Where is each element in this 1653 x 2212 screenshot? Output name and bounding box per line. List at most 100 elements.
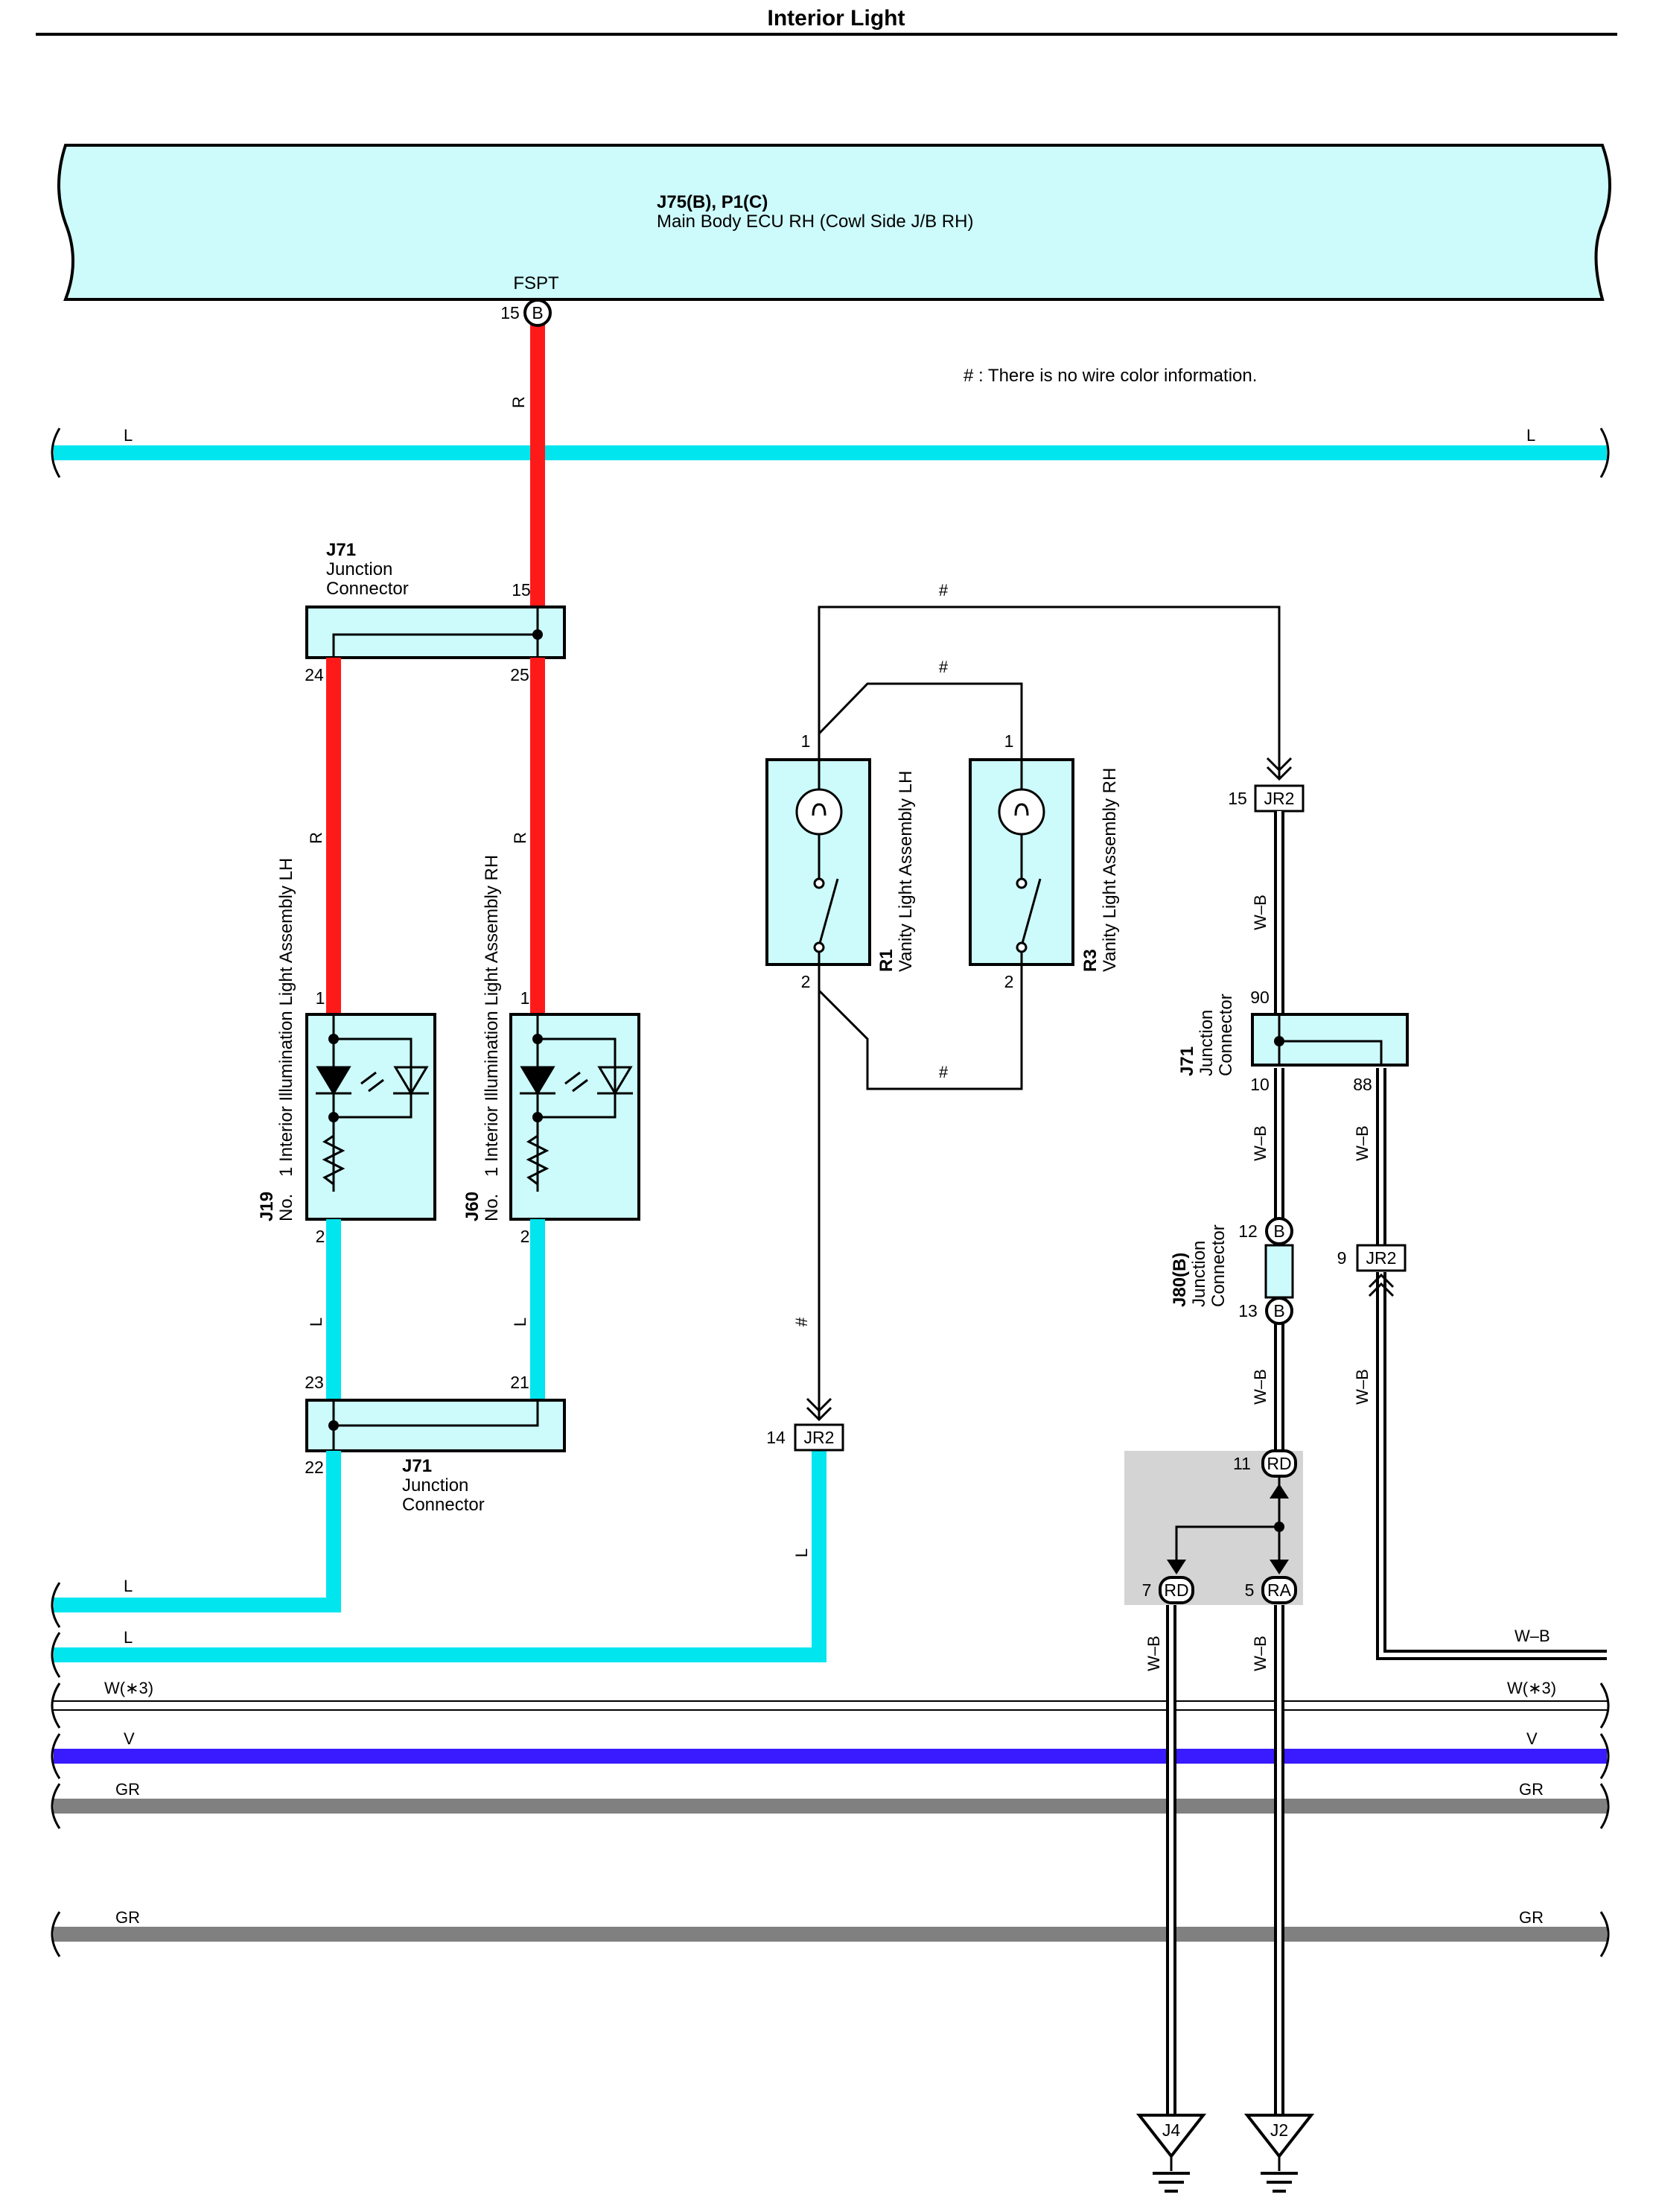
j71-bot-line1: Junction [402,1475,468,1496]
j19-name: 1 Interior Illumination Light Assembly L… [276,858,296,1177]
jr2-14-box [794,1423,844,1452]
jr2-15-box [1254,784,1305,813]
j71-top-pin-in: 15 [512,580,531,600]
j80-line2: Connector [1208,1224,1229,1307]
ecu-box [57,144,1611,301]
wire-label-r-fspt: R [509,396,528,408]
ground-j4 [1136,2114,1207,2193]
rd11-box [1261,1449,1297,1478]
j80-pin-bot-badge: B [1273,1301,1284,1320]
jr2-14-arrow [806,1397,832,1422]
rd7-box [1159,1576,1194,1604]
wire-label-wb-6: W–B [1144,1636,1163,1671]
wire-label-gr1-left: GR [115,1780,140,1799]
page-title: Interior Light [768,6,905,31]
wire-label-gr2-left: GR [115,1908,140,1927]
bus-break-left [51,428,61,478]
bus-break-gr2-left [51,1911,61,1957]
ground-j2 [1243,2114,1315,2193]
wire-label-wb-4: W–B [1251,1369,1270,1405]
hash-label-2: # [939,658,949,676]
r1-code: R1 [876,949,896,972]
bus-break-l2 [51,1632,61,1678]
j80-pin-top: 12 [1238,1221,1258,1241]
ra5-badge: RA [1267,1580,1292,1600]
bus-break-gr1-left [51,1783,61,1829]
rd11-badge: RD [1267,1454,1291,1473]
wire-label-gr1-right: GR [1519,1780,1544,1799]
bus-break-gr1-right [1599,1783,1610,1829]
jr2-14-code: JR2 [804,1428,835,1447]
wire-label-wb-7: W–B [1251,1636,1270,1671]
j71-right-pin-top: 90 [1250,988,1270,1007]
j71-right-pin-r: 88 [1353,1075,1372,1094]
j19-circuit [316,1014,429,1192]
wire-label-wb-1: W–B [1251,894,1270,930]
jr2-9-pin: 9 [1337,1248,1347,1268]
j60-prefix: No. [482,1194,502,1221]
j71-bot-pin-r: 21 [510,1373,529,1392]
j71-right-pin-l: 10 [1250,1075,1270,1094]
j60-pin2: 2 [520,1227,530,1246]
j71-bot-junction-dot [328,1420,339,1431]
j80-line1: Junction [1189,1241,1209,1307]
j71-right-junction-dot [1274,1036,1284,1046]
jr2-15-pin: 15 [1228,789,1247,808]
ra5-box [1261,1576,1297,1604]
wire-label-wb-5: W–B [1353,1369,1372,1405]
j19-pin1: 1 [316,988,325,1008]
wire-label-r-j60: R [511,832,529,844]
wire-l-out-2 [54,1451,827,1662]
j71-bot-pin-l: 23 [305,1373,324,1392]
ecu-code: J75(B), P1(C) [657,192,768,212]
j19-node-1 [328,1034,339,1044]
j71-bot-line2: Connector [402,1495,485,1515]
ecu-pin-badge: B [532,303,543,322]
bus-break-right [1599,428,1610,478]
splice-arrow-left [1167,1560,1186,1574]
wire-label-wb-3: W–B [1353,1125,1372,1161]
ecu-pin-number: 15 [500,303,520,322]
r3-circuit [998,760,1045,964]
wire-label-gr2-right: GR [1519,1908,1544,1927]
wire-label-l-top-left: L [124,426,133,445]
wire-label-v-right: V [1526,1729,1538,1748]
r1-pin1: 1 [801,731,811,751]
r3-pin2: 2 [1004,972,1014,991]
hash-label-4: # [792,1317,811,1326]
wire-label-l-j60: L [511,1318,529,1326]
ra5-pin: 5 [1245,1580,1255,1600]
j19-pin2: 2 [316,1227,325,1246]
wire-label-l-out-1: L [124,1577,133,1595]
j71-top-code: J71 [326,540,356,560]
vanity-wires [818,606,1281,1419]
rd7-badge: RD [1164,1580,1188,1600]
j80-code: J80(B) [1170,1253,1190,1307]
bus-break-w3-right [1599,1682,1610,1729]
hash-label-3: # [939,1063,949,1081]
j19-code: J19 [257,1192,277,1221]
ecu-name: Main Body ECU RH (Cowl Side J/B RH) [657,212,973,232]
j60-node-2 [532,1112,543,1122]
j71-top-pin-r: 25 [510,665,529,684]
splice-dot [1274,1522,1284,1532]
j71-right-line2: Connector [1216,994,1236,1076]
wire-label-w3-right: W(∗3) [1507,1679,1556,1697]
r1-pin2: 2 [801,972,811,991]
jr2-9-arrow [1368,1273,1395,1297]
bus-break-w3-left [51,1682,61,1729]
wire-label-v-left: V [124,1729,135,1748]
wire-label-l-j19: L [307,1318,325,1326]
j71-top-junction-dot [532,629,543,640]
j60-name: 1 Interior Illumination Light Assembly R… [482,855,502,1177]
no-color-note: # : There is no wire color information. [964,366,1257,386]
r3-pin1: 1 [1004,731,1014,751]
j80-pin-top-circle [1265,1217,1293,1245]
bus-break-l1 [51,1582,61,1628]
jr2-15-code: JR2 [1264,789,1295,808]
wb-drop-overlay [1166,1691,1284,1951]
j80-box [1264,1244,1294,1299]
j71-right-line1: Junction [1197,1010,1217,1076]
wire-label-l-top-right: L [1526,426,1535,445]
